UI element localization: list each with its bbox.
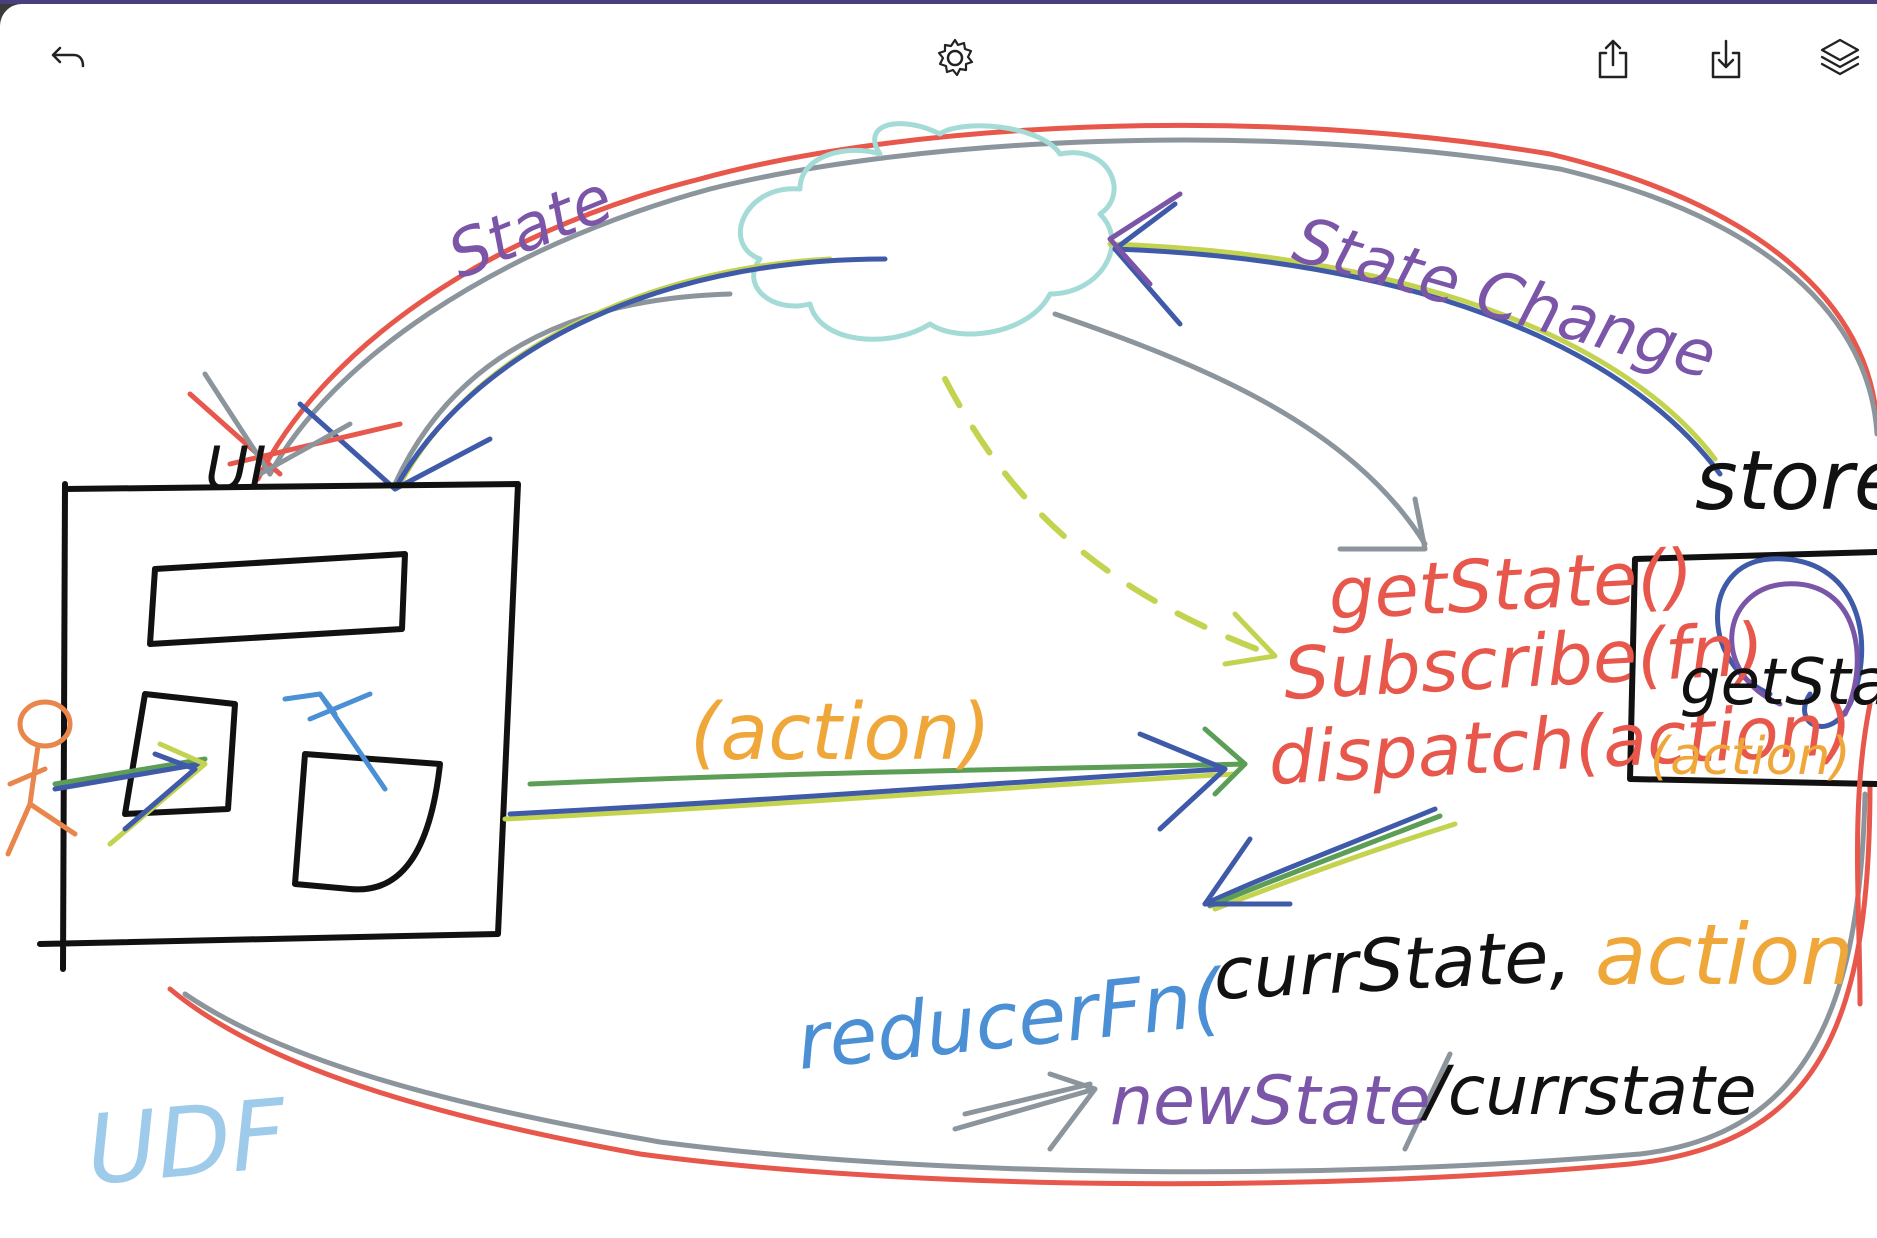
dispatch-to-reducer-blue — [1202, 806, 1438, 907]
label-state: State — [438, 162, 623, 294]
label-store-box-action: (action) — [1650, 727, 1851, 787]
ui-to-dispatch-lime — [502, 771, 1238, 822]
top-toolbar — [0, 4, 1877, 114]
ui-arrowhead-blue — [297, 401, 493, 492]
dispatch-to-reducer-green — [1207, 813, 1443, 909]
outer-loop-gray — [267, 137, 1877, 477]
share-icon — [1598, 39, 1628, 79]
store-loop-purple — [1729, 581, 1860, 717]
drawing-canvas-frame[interactable]: State State Change UI store (action) get… — [0, 4, 1877, 1238]
undo-arrow-icon — [51, 46, 85, 68]
label-ui: UI — [205, 434, 267, 504]
reducer-arrowhead — [1202, 836, 1293, 907]
dispatch-to-reducer-lime — [1212, 821, 1458, 912]
label-get-state: getState() — [1326, 533, 1695, 636]
download-button[interactable] — [1698, 31, 1754, 87]
cloud-to-getstate-gray — [1052, 311, 1428, 547]
newstate-divider — [1402, 1051, 1453, 1152]
label-state-change: State Change — [1286, 203, 1724, 394]
subscribe-arrowhead-lime — [1222, 611, 1278, 667]
ui-box — [37, 481, 521, 972]
ui-crossed-arrow-gray — [202, 371, 353, 477]
ui-to-dispatch-blue — [507, 766, 1228, 817]
right-edge-red — [1855, 701, 1873, 1007]
store-box — [1627, 549, 1877, 787]
store-loop-blue — [1715, 556, 1865, 729]
settings-button[interactable] — [927, 30, 983, 86]
label-slash-curr-state: /currstate — [1420, 1052, 1757, 1131]
cloud-arrowhead-purple — [1107, 191, 1183, 287]
download-icon — [1711, 39, 1741, 79]
layers-icon — [1820, 38, 1860, 76]
cloud-to-ui-gray — [392, 291, 733, 487]
dispatch-arrowhead-green — [1202, 726, 1248, 797]
ui-to-dispatch-green — [527, 761, 1248, 787]
gear-icon — [937, 38, 974, 77]
dispatch-arrowhead-blue — [1137, 731, 1228, 832]
bottom-loop-red — [167, 781, 1873, 1187]
layers-button[interactable] — [1812, 28, 1868, 84]
label-action-arg: action — [1595, 906, 1854, 1004]
back-button[interactable] — [40, 28, 96, 84]
ui-right-card — [292, 751, 443, 893]
bottom-loop-gray — [182, 791, 1868, 1175]
user-stick-figure — [5, 699, 78, 857]
getstate-arrowhead-gray — [1337, 496, 1428, 552]
store-to-cloud-blue — [1112, 246, 1723, 477]
label-curr-state: currState, — [1211, 913, 1573, 1016]
label-store: store — [1695, 434, 1877, 529]
label-new-state: newState — [1110, 1062, 1431, 1141]
user-to-ui-blue — [52, 761, 203, 792]
share-button[interactable] — [1585, 31, 1641, 87]
reducer-to-newstate-gray — [952, 1071, 1098, 1152]
cloud-arrowhead-blue — [1112, 201, 1183, 327]
cloud-to-ui-blue — [392, 256, 888, 492]
state-cloud — [738, 121, 1117, 342]
label-udf: UDF — [82, 1078, 292, 1207]
label-action: (action) — [690, 688, 991, 778]
ui-arrowhead-blue2 — [122, 751, 198, 832]
window-top-edge — [0, 0, 1877, 4]
store-to-cloud-lime — [1107, 241, 1718, 462]
cloud-to-subscribe-dashed — [942, 376, 1273, 657]
ui-header-rect — [147, 551, 408, 647]
label-store-box-getstate: getState — [1680, 646, 1877, 720]
ui-up-arrow-sky — [282, 691, 388, 792]
whiteboard-canvas[interactable]: State State Change UI store (action) get… — [0, 4, 1877, 1238]
outer-loop-red — [255, 122, 1877, 482]
